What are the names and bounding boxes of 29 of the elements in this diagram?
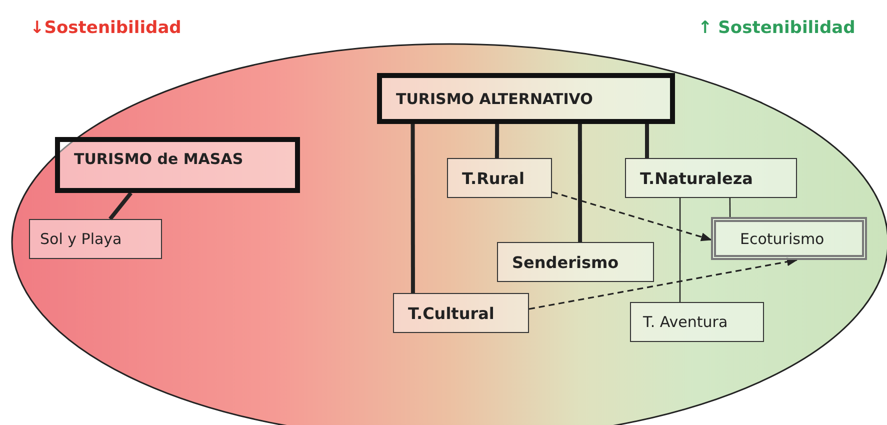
high-sustainability-label: ↑ Sostenibilidad <box>698 18 856 38</box>
arrow <box>528 257 798 310</box>
type-box <box>630 302 764 342</box>
connector-line <box>679 198 681 302</box>
type-box <box>497 242 654 282</box>
node-label: T.Cultural <box>408 304 494 322</box>
category-box <box>377 73 675 124</box>
arrow <box>552 191 712 242</box>
node-label: T.Naturaleza <box>640 168 753 188</box>
type-box <box>29 219 162 259</box>
category-box <box>55 137 300 193</box>
connector-line <box>645 124 650 158</box>
node-label: T. Aventura <box>643 313 728 331</box>
type-box <box>447 158 552 198</box>
node-label: TURISMO de MASAS <box>74 150 244 168</box>
connector-line <box>729 198 731 217</box>
type-box <box>393 293 529 333</box>
node-label: TURISMO ALTERNATIVO <box>396 90 593 108</box>
connector-line <box>578 124 582 242</box>
highlight-box <box>711 217 867 260</box>
node-label: T.Rural <box>462 168 524 188</box>
node-label: Sol y Playa <box>40 230 122 248</box>
connector-line <box>494 124 500 158</box>
node-label: Ecoturismo <box>740 230 824 248</box>
node-label: Senderismo <box>512 252 619 272</box>
connector-line <box>410 124 415 293</box>
low-sustainability-label: ↓Sostenibilidad <box>30 18 182 38</box>
connector-line <box>108 192 133 220</box>
type-box <box>625 158 797 198</box>
